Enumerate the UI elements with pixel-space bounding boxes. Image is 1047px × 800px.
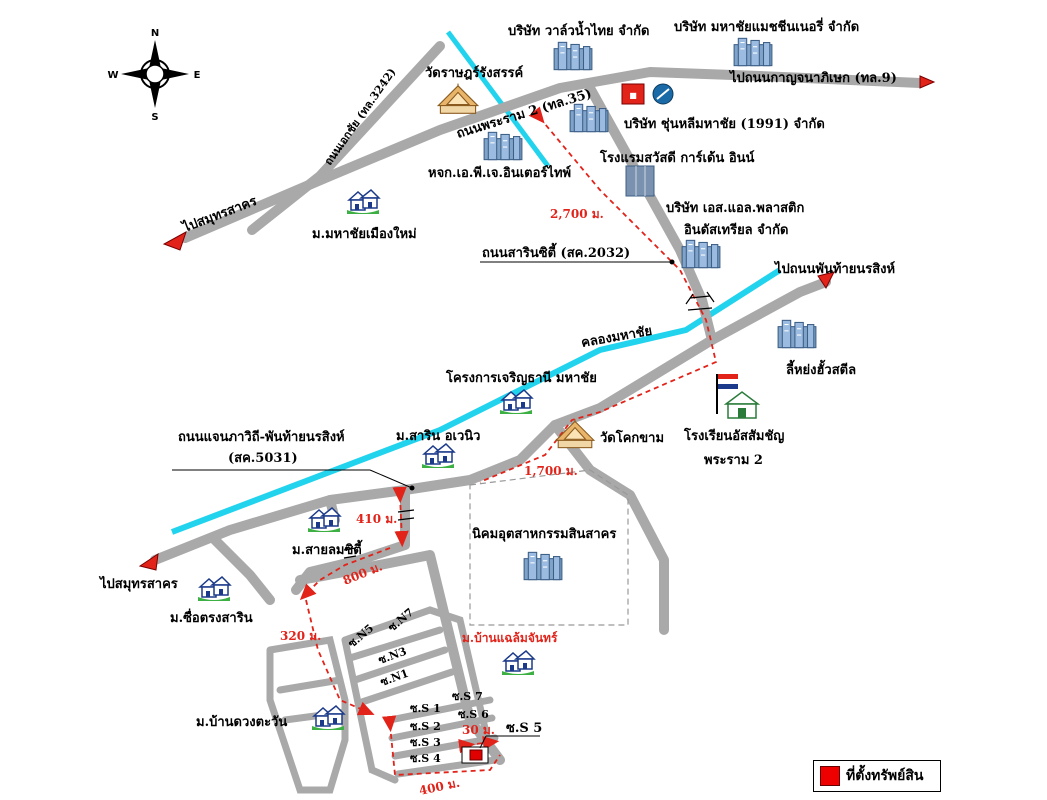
label-soi-s7: ซ.S 7 — [452, 690, 483, 703]
label-soi-s5: ซ.S 5 — [506, 721, 542, 736]
legend-label: ที่ตั้งทรัพย์สิน — [846, 768, 924, 784]
village-icon — [346, 189, 380, 215]
route-layer — [299, 106, 718, 776]
compass-w: W — [107, 70, 118, 81]
label-duang: ม.บ้านดวงตะวัน — [196, 714, 287, 730]
factory-icon — [553, 41, 593, 71]
label-estate: นิคมอุตสาหกรรมสินสาคร — [472, 527, 616, 542]
factory-icon — [681, 239, 721, 269]
village-icon — [501, 650, 535, 676]
canal-mahachai — [170, 267, 782, 535]
label-steel: ลี้หย่งฮั้วสตีล — [786, 359, 856, 378]
bridge-marks — [343, 291, 715, 559]
label-chaeng-2: (สค.5031) — [228, 451, 298, 466]
label-machinery: บริษัท มหาชัยแมชชีนเนอรี่ จำกัด — [674, 17, 859, 35]
compass: N S E W — [107, 28, 200, 123]
temple-icon — [437, 83, 479, 114]
label-charoen: โครงการเจริญธานี มหาชัย — [445, 369, 597, 386]
compass-s: S — [151, 112, 158, 123]
label-d410: 410 ม. — [356, 512, 397, 526]
road-estate-west — [295, 550, 505, 765]
label-layer: บริษัท วาล์วน้ำไทย จำกัด บริษัท มหาชัยแม… — [98, 17, 897, 798]
label-d400: 400 ม. — [418, 776, 461, 798]
direction-arrows — [138, 75, 936, 571]
legend: ที่ตั้งทรัพย์สิน — [813, 760, 941, 792]
label-soi-n5: ซ.N5 — [346, 622, 377, 651]
road-east-spur — [550, 420, 669, 635]
label-d2700: 2,700 ม. — [550, 207, 604, 221]
label-d320: 320 ม. — [280, 629, 321, 643]
factory-icon — [733, 37, 773, 67]
label-baenlaeng: ม.บ้านแฉล้มจันทร์ — [462, 631, 558, 645]
hotel-icon — [625, 165, 655, 197]
label-samut-bottom: ไปสมุทรสาคร — [98, 575, 178, 592]
road-suetrong — [210, 535, 275, 605]
village-icon — [307, 507, 341, 533]
arrow-west-top — [162, 230, 187, 251]
label-soi-s4: ซ.S 4 — [410, 752, 441, 765]
label-sailom: ม.สายลมซิตี้ — [292, 539, 363, 558]
label-sarinsiti: ถนนสารินซิตี้ (สค.2032) — [482, 242, 630, 261]
icon-layer: ■ — [197, 37, 817, 764]
village-icon — [311, 705, 345, 731]
label-wat-rat: วัดราษฎร์รังสรรค์ — [425, 65, 523, 81]
label-soi-s1: ซ.S 1 — [410, 702, 441, 715]
label-hotel: โรงแรมสวัสดี การ์เด้น อินน์ — [599, 149, 755, 166]
label-kanchana: ไปถนนกาญจนาภิเษก (ทล.9) — [728, 69, 897, 86]
label-suetrong: ม.ซื่อตรงสาริน — [170, 608, 253, 626]
arrow-kanchana — [919, 75, 936, 89]
road-ekachai — [247, 41, 445, 235]
leader-lines — [172, 259, 675, 749]
label-school-1: โรงเรียนอัสสัมชัญ — [683, 427, 784, 444]
label-sarin: ม.สาริน อเวนิว — [396, 429, 480, 444]
factory-icon — [523, 551, 563, 581]
arrow-west-bottom — [138, 552, 159, 571]
label-phanthai: ไปถนนพันท้ายนรสิงห์ — [773, 260, 895, 277]
estate-boundary — [469, 469, 629, 626]
label-chaeng-1: ถนนแจนภาวิถี-พันท้ายนรสิงห์ — [178, 429, 345, 445]
label-sl-plastic-1: บริษัท เอส.แอล.พลาสติก — [666, 201, 805, 216]
factory-icon — [569, 103, 609, 133]
label-school-2: พระราม 2 — [704, 453, 763, 468]
village-icon — [197, 576, 231, 602]
label-soi-s6: ซ.S 6 — [458, 708, 489, 721]
compass-e: E — [194, 70, 201, 81]
school-icon — [716, 374, 761, 419]
property-marker-icon — [461, 746, 489, 764]
label-pj: หจก.เอ.พี.เจ.อินเตอร์ไทพ์ — [428, 164, 571, 181]
village-icon — [421, 443, 455, 469]
canal-north — [445, 30, 551, 168]
label-d1700: 1,700 ม. — [524, 464, 578, 478]
compass-n: N — [151, 28, 159, 39]
road-rama2 — [180, 67, 925, 243]
road-chaengphathawi — [150, 335, 717, 565]
label-valve: บริษัท วาล์วน้ำไทย จำกัด — [508, 20, 649, 39]
label-d30: 30 ม. — [462, 723, 495, 737]
label-sl-plastic-2: อินดัสเทรียล จำกัด — [684, 222, 789, 238]
canal-layer — [170, 30, 782, 535]
factory-icon — [483, 131, 523, 161]
label-mahachai-village: ม.มหาชัยเมืองใหม่ — [312, 225, 417, 242]
label-soi-s3: ซ.S 3 — [410, 736, 441, 749]
label-chun: บริษัท ชุ่นหลีมหาชัย (1991) จำกัด — [624, 116, 825, 132]
label-wat-khok: วัดโคกขาม — [600, 429, 664, 446]
factory-icon — [777, 319, 817, 349]
label-soi-s2: ซ.S 2 — [410, 720, 441, 733]
arrow-phanthai — [817, 271, 835, 289]
property-swatch-icon — [820, 766, 840, 786]
logo-icon: ■ — [621, 83, 674, 105]
svg-text:■: ■ — [629, 91, 637, 100]
